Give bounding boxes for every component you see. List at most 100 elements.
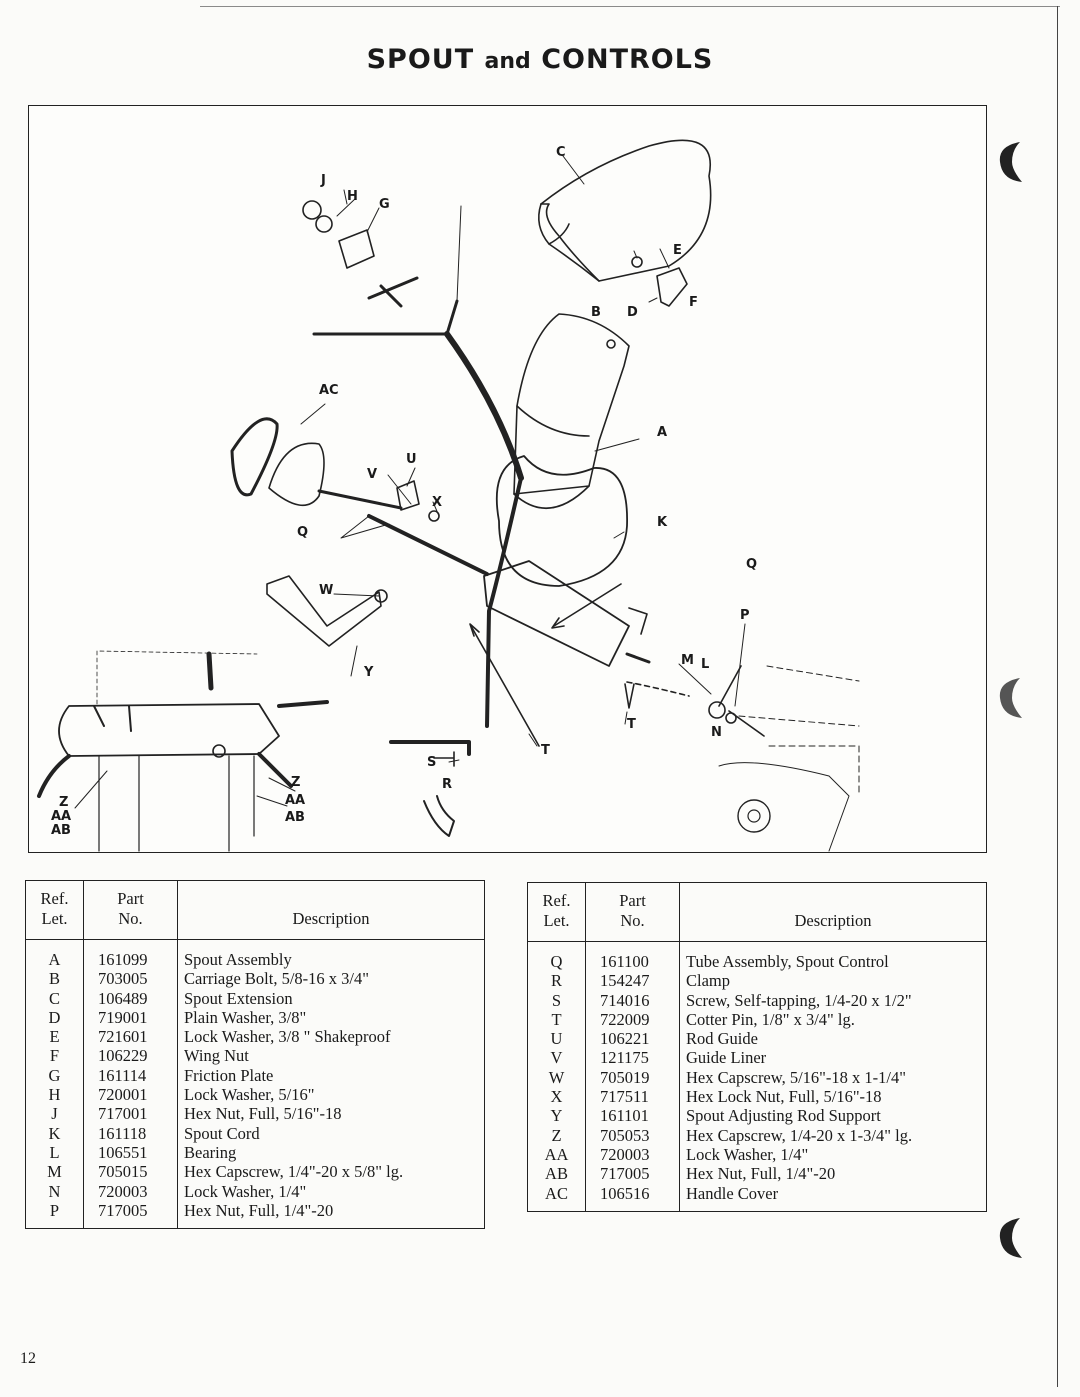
ref-letter: H <box>25 1085 84 1105</box>
callout-m: M <box>681 653 694 668</box>
callout-b: B <box>591 305 601 320</box>
ref-letter: R <box>527 971 586 991</box>
part-description: Tube Assembly, Spout Control <box>686 952 889 971</box>
part-number: 106489 <box>83 988 178 1008</box>
part-description: Hex Capscrew, 1/4"-20 x 5/8" lg. <box>184 1162 404 1182</box>
header-ref: Ref.Let. <box>25 880 84 940</box>
rod-support <box>266 575 382 647</box>
part-description: Hex Capscrew, 1/4-20 x 1-3/4" lg. <box>686 1125 913 1145</box>
callout-j: J <box>321 173 326 188</box>
clamp <box>423 795 455 837</box>
callout-u: U <box>406 452 417 467</box>
part-description: Guide Liner <box>686 1048 767 1068</box>
part-description: Plain Washer, 3/8" <box>184 1007 307 1027</box>
ref-letter: C <box>25 988 84 1008</box>
part-description: Cotter Pin, 1/8" x 3/4" lg. <box>686 1009 855 1029</box>
ref-letter: G <box>25 1065 84 1086</box>
ref-letter: X <box>527 1087 586 1107</box>
header-ref: Ref.Let. <box>527 882 586 942</box>
callout-q-left: Q <box>297 525 309 540</box>
part-number: 721601 <box>83 1027 178 1047</box>
part-description: Clamp <box>686 971 730 991</box>
callout-y: Y <box>364 665 374 680</box>
part-description: Hex Capscrew, 5/16"-18 x 1-1/4" <box>686 1067 906 1087</box>
callout-e: E <box>673 243 682 258</box>
part-number: 717005 <box>83 1200 178 1229</box>
callout-h: H <box>347 189 358 204</box>
part-description: Hex Nut, Full, 5/16"-18 <box>184 1104 342 1124</box>
ref-letter: Q <box>527 941 586 972</box>
part-description: Lock Washer, 1/4" <box>184 1181 307 1201</box>
ref-letter: T <box>527 1009 586 1030</box>
callout-x: X <box>432 495 443 510</box>
part-number: 720003 <box>83 1181 178 1201</box>
callout-z-right: Z <box>291 775 301 790</box>
parts-illustration <box>37 139 860 852</box>
part-description: Hex Nut, Full, 1/4"-20 <box>686 1164 836 1184</box>
callout-z-left: Z <box>59 795 69 810</box>
part-description: Hex Nut, Full, 1/4"-20 <box>184 1200 334 1220</box>
exploded-parts-diagram: C J H G E B D F AC A U V X K Q Q W P M L… <box>28 105 987 853</box>
part-number: 705019 <box>585 1067 680 1088</box>
ref-letter: AC <box>527 1183 586 1212</box>
binder-hole-mark-1 <box>999 142 1022 182</box>
callout-g: G <box>379 197 390 212</box>
part-number: 161100 <box>585 941 680 972</box>
part-description: Wing Nut <box>184 1046 249 1066</box>
callout-k: K <box>657 515 668 530</box>
ref-letter: Y <box>527 1106 586 1126</box>
ref-letter: E <box>25 1027 84 1047</box>
part-number: 719001 <box>83 1007 178 1028</box>
part-number: 161118 <box>83 1123 178 1143</box>
handle <box>268 442 325 507</box>
part-description: Spout Assembly <box>184 950 292 969</box>
ref-letter: U <box>527 1029 586 1049</box>
ref-letter: K <box>25 1123 84 1143</box>
part-number: 705053 <box>585 1125 680 1145</box>
part-number: 714016 <box>585 990 680 1010</box>
pulley <box>737 799 771 833</box>
callout-n: N <box>711 725 722 740</box>
page-title: SPOUT and CONTROLS <box>0 44 1080 75</box>
part-description: Spout Adjusting Rod Support <box>686 1106 881 1126</box>
ref-letter: N <box>25 1181 84 1201</box>
part-description: Lock Washer, 3/8 " Shakeproof <box>184 1027 391 1047</box>
control-panel <box>58 703 280 757</box>
part-description: Spout Cord <box>184 1123 260 1143</box>
spout-extension <box>540 139 712 282</box>
part-number: 161114 <box>83 1065 178 1086</box>
title-word-2: CONTROLS <box>541 44 714 75</box>
tube-assembly <box>483 560 630 667</box>
ref-letter: V <box>527 1048 586 1068</box>
part-number: 720003 <box>585 1144 680 1165</box>
part-description: Friction Plate <box>184 1065 274 1085</box>
part-number: 161101 <box>585 1106 680 1126</box>
part-number: 703005 <box>83 969 178 989</box>
part-number: 121175 <box>585 1048 680 1068</box>
hex-nut-j <box>302 200 322 220</box>
callout-q-right: Q <box>746 557 758 572</box>
wing-nut <box>656 267 688 307</box>
part-description: Spout Extension <box>184 988 293 1008</box>
